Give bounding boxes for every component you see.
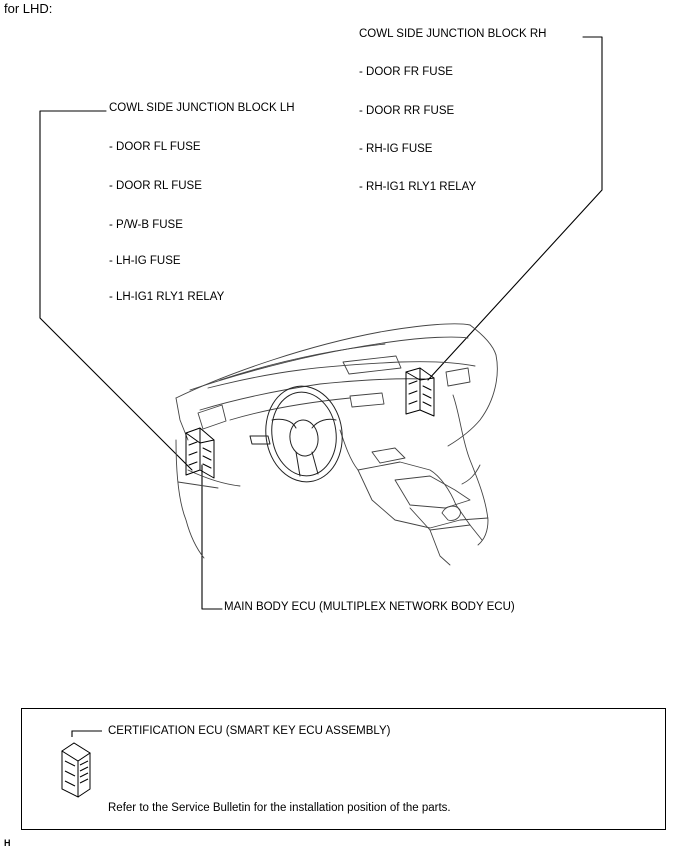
- dashboard-outline: [175, 323, 498, 566]
- steering-wheel: [249, 385, 343, 483]
- lh-junction-block-icon: [185, 427, 215, 479]
- service-bulletin-note: Refer to the Service Bulletin for the in…: [108, 802, 451, 814]
- rh-block-title: COWL SIDE JUNCTION BLOCK RH: [359, 28, 547, 40]
- rh-item-rh-ig-fuse: - RH-IG FUSE: [359, 143, 433, 155]
- main-body-ecu-label: MAIN BODY ECU (MULTIPLEX NETWORK BODY EC…: [224, 601, 515, 613]
- figure-header: for LHD:: [4, 1, 53, 16]
- leader-lines: [39, 36, 603, 610]
- rh-item-rh-ig1-rly1-relay: - RH-IG1 RLY1 RELAY: [359, 181, 477, 193]
- lh-block-title: COWL SIDE JUNCTION BLOCK LH: [109, 102, 295, 114]
- rh-junction-block-icon: [405, 367, 435, 417]
- figure-id: H: [4, 838, 11, 848]
- lh-item-pw-b-fuse: - P/W-B FUSE: [109, 219, 183, 231]
- certification-ecu-icon: [61, 730, 102, 798]
- certification-ecu-label: CERTIFICATION ECU (SMART KEY ECU ASSEMBL…: [108, 725, 391, 737]
- lh-item-lh-ig-fuse: - LH-IG FUSE: [109, 255, 181, 267]
- rh-item-door-rr-fuse: - DOOR RR FUSE: [359, 105, 455, 117]
- note-box: CERTIFICATION ECU (SMART KEY ECU ASSEMBL…: [21, 708, 666, 830]
- lh-item-lh-ig1-rly1-relay: - LH-IG1 RLY1 RELAY: [109, 291, 225, 303]
- lh-item-door-rl-fuse: - DOOR RL FUSE: [109, 180, 202, 192]
- rh-item-door-fr-fuse: - DOOR FR FUSE: [359, 66, 453, 78]
- lh-item-door-fl-fuse: - DOOR FL FUSE: [109, 141, 201, 153]
